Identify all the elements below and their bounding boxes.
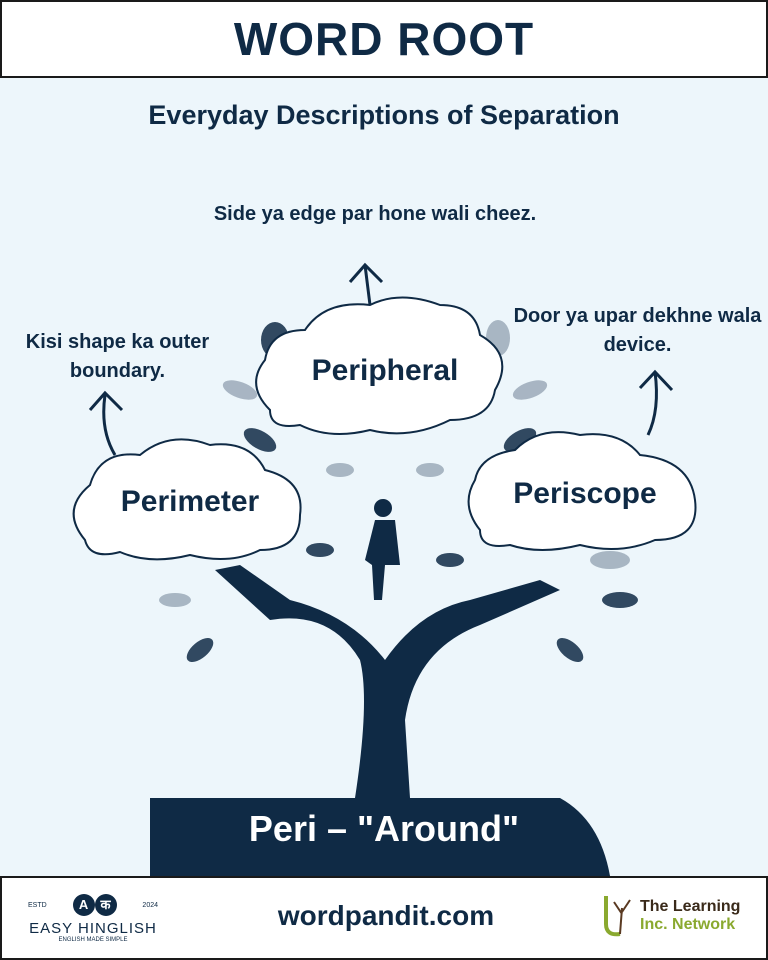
arrow-up-icon <box>638 369 674 436</box>
word-periscope: Periscope <box>513 477 657 510</box>
meaning-peripheral: Side ya edge par hone wali cheez. <box>213 203 537 225</box>
word-perimeter: Perimeter <box>120 485 260 518</box>
cloud-periscope <box>467 431 697 551</box>
tree-trunk <box>150 798 610 876</box>
logo-bubble-a: A <box>72 894 95 916</box>
header: WORD ROOT <box>0 0 768 78</box>
cloud-perimeter <box>72 438 302 561</box>
arrow-up-icon <box>88 390 124 456</box>
logo-line2: Inc. Network <box>640 916 736 933</box>
arrow-up-icon <box>348 262 384 306</box>
tree-logo-icon <box>604 896 631 937</box>
site-link[interactable]: wordpandit.com <box>277 900 495 931</box>
subtitle: Everyday Descriptions of Separation <box>148 100 620 130</box>
tree-illustration <box>72 262 697 876</box>
logo-bubble-ka: क <box>94 894 117 916</box>
logo-line1: The Learning <box>640 898 741 915</box>
estd-label: ESTD <box>28 901 47 909</box>
root-label: Peri – "Around" <box>248 808 520 849</box>
logo-tagline: ENGLISH MADE SIMPLE <box>58 937 128 943</box>
cloud-peripheral <box>255 296 504 435</box>
word-peripheral: Peripheral <box>311 354 459 387</box>
meaning-periscope: Door ya upar dekhne wala device. <box>513 305 762 356</box>
page-title: WORD ROOT <box>233 13 535 65</box>
year-label: 2024 <box>142 901 158 909</box>
meaning-perimeter: Kisi shape ka outer boundary. <box>25 331 210 382</box>
logo-name: EASY HINGLISH <box>29 920 157 937</box>
